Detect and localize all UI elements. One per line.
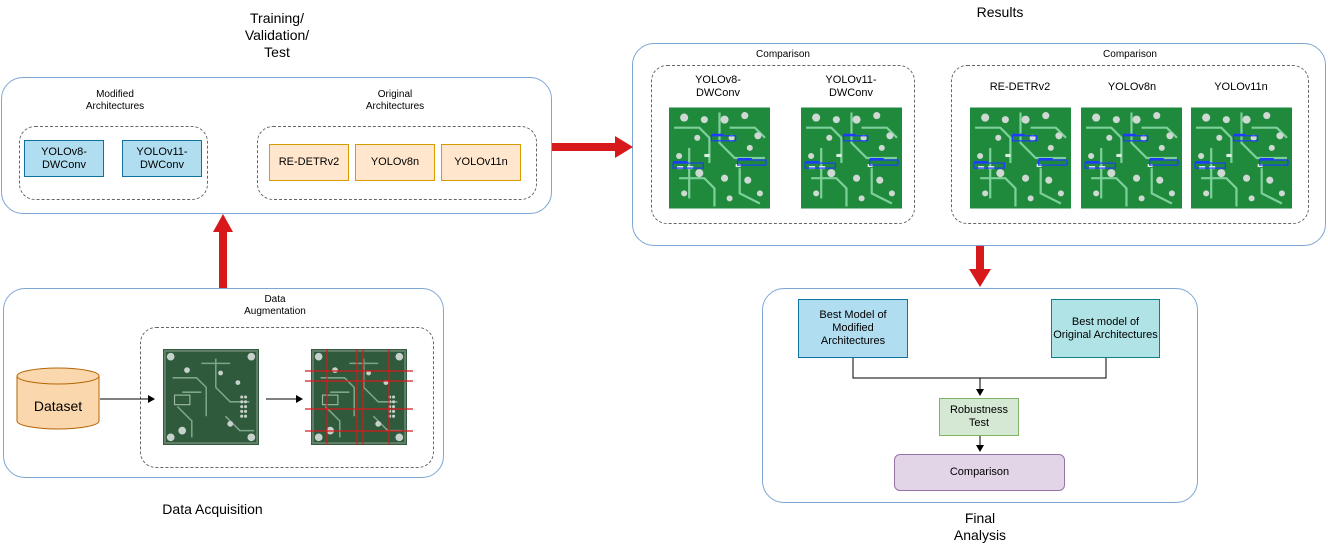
training-title: Training/ Validation/ Test xyxy=(244,10,310,60)
final-comparison-box: Comparison xyxy=(894,454,1065,491)
yolov11n-box: YOLOv11n xyxy=(441,144,521,181)
results-left-comparison-label: Comparison xyxy=(756,49,810,60)
dataset-cylinder xyxy=(16,367,100,430)
data-acquisition-title: Data Acquisition xyxy=(162,501,263,517)
result-yolov8n-label: YOLOv8n xyxy=(1107,81,1157,93)
original-architectures-label: Original Architectures xyxy=(365,89,425,112)
yolov11-dwconv-box: YOLOv11- DWConv xyxy=(122,140,202,177)
pcb-augmented-image xyxy=(305,349,413,445)
data-augmentation-label: Data Augmentation xyxy=(244,294,306,317)
red-arrow-down xyxy=(969,246,991,287)
result-yolov11-dwconv-label: YOLOv11- DWConv xyxy=(825,74,877,99)
results-left-group xyxy=(651,65,915,224)
red-arrow-up xyxy=(213,214,233,288)
result-yolov11n-label: YOLOv11n xyxy=(1214,81,1268,93)
result-yolov8-dwconv-label: YOLOv8- DWConv xyxy=(695,74,741,99)
best-original-model-box: Best model of Original Architectures xyxy=(1051,299,1160,358)
robustness-test-box: Robustness Test xyxy=(939,398,1019,436)
best-modified-model-box: Best Model of Modified Architectures xyxy=(798,299,908,358)
results-right-comparison-label: Comparison xyxy=(1103,49,1157,60)
original-architectures-group xyxy=(257,126,537,200)
red-arrow-right xyxy=(552,136,633,158)
final-analysis-title: Final Analysis xyxy=(953,510,1007,543)
results-title: Results xyxy=(976,4,1024,20)
results-right-group xyxy=(951,65,1309,224)
dataset-label: Dataset xyxy=(33,397,83,414)
modified-architectures-group xyxy=(19,126,208,200)
re-detrv2-box: RE-DETRv2 xyxy=(269,144,349,181)
yolov8-dwconv-box: YOLOv8- DWConv xyxy=(24,140,104,177)
modified-architectures-label: Modified Architectures xyxy=(85,89,145,112)
yolov8n-box: YOLOv8n xyxy=(355,144,435,181)
data-augmentation-group xyxy=(140,327,434,468)
result-re-detrv2-label: RE-DETRv2 xyxy=(989,81,1051,93)
